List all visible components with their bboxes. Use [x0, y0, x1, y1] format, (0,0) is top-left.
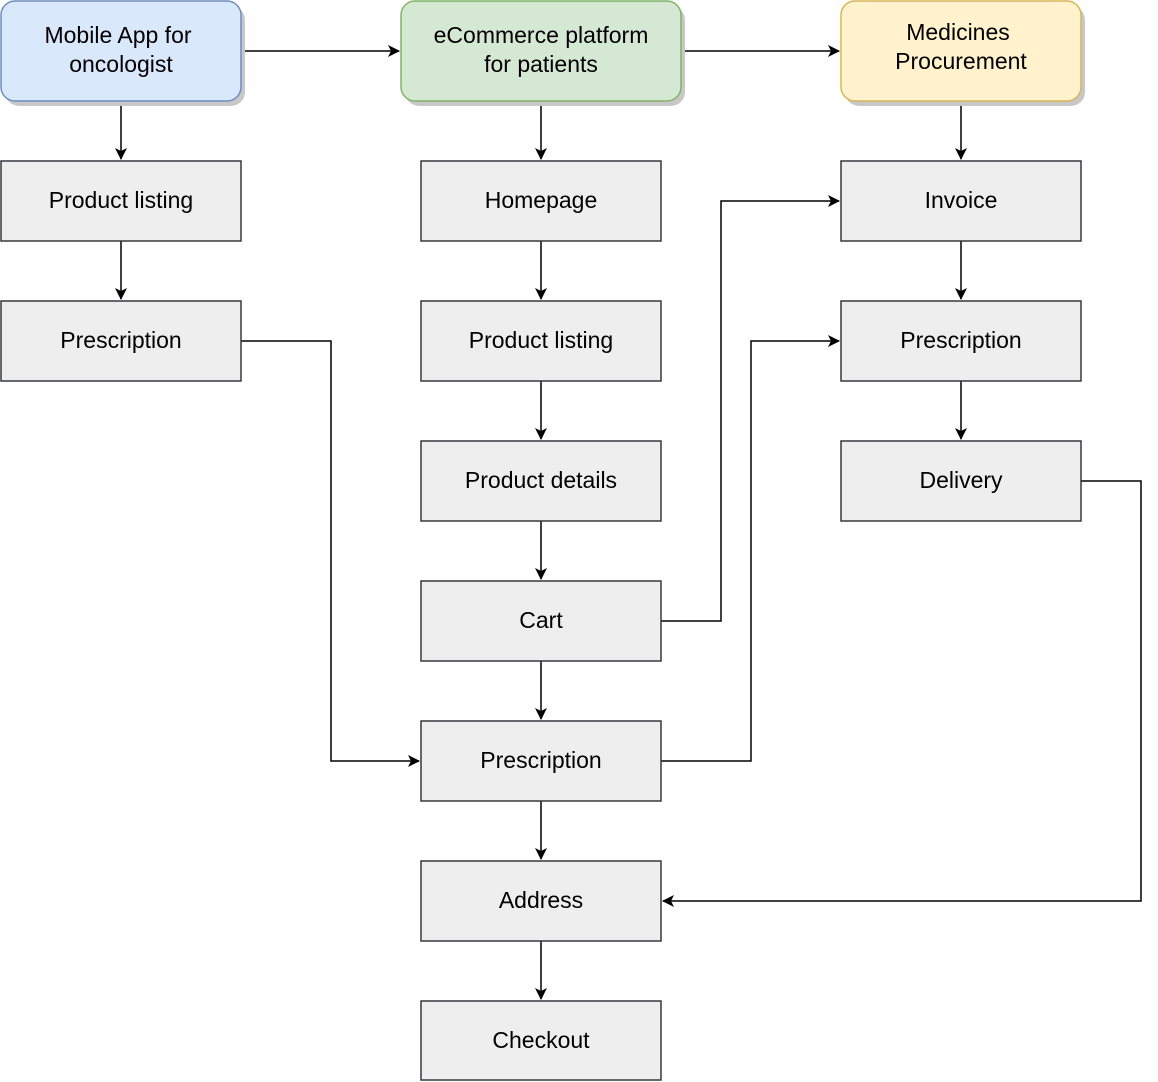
node-box	[0, 300, 242, 382]
node-invoice[interactable]: Invoice	[840, 160, 1082, 242]
node-app-prescription-label: Prescription	[60, 327, 181, 353]
node-box	[420, 440, 662, 522]
header-procurement-line-1: Medicines	[906, 19, 1010, 45]
node-address[interactable]: Address	[420, 860, 662, 942]
node-app-product-listing-label: Product listing	[49, 187, 193, 213]
node-box	[420, 860, 662, 942]
node-eco-product-listing-label: Product listing	[469, 327, 613, 353]
header-ecommerce-line-1: eCommerce platform	[434, 22, 649, 48]
node-eco-prescription[interactable]: Prescription	[420, 720, 662, 802]
node-checkout[interactable]: Checkout	[420, 1000, 662, 1081]
header-mobile-app-line-1: Mobile App for	[44, 22, 191, 48]
header-mobile-app-line-2: oncologist	[69, 51, 173, 77]
node-invoice-label: Invoice	[925, 187, 998, 213]
node-eco-prescription-label: Prescription	[480, 747, 601, 773]
node-proc-prescription[interactable]: Prescription	[840, 300, 1082, 382]
node-checkout-label: Checkout	[492, 1027, 590, 1053]
header-ecommerce-border	[400, 0, 682, 102]
node-proc-prescription-label: Prescription	[900, 327, 1021, 353]
node-box	[0, 160, 242, 242]
node-app-prescription[interactable]: Prescription	[0, 300, 242, 382]
header-mobile-app-border	[0, 0, 242, 102]
node-box	[840, 300, 1082, 382]
node-box	[840, 440, 1082, 522]
node-address-label: Address	[499, 887, 583, 913]
header-procurement-line-2: Procurement	[895, 48, 1027, 74]
node-box	[420, 720, 662, 802]
header-procurement[interactable]: Medicines Procurement	[840, 0, 1085, 106]
node-delivery-label: Delivery	[919, 467, 1003, 493]
node-eco-product-listing[interactable]: Product listing	[420, 300, 662, 382]
edge-delivery-to-address	[662, 480, 1142, 907]
header-procurement-border	[840, 0, 1082, 102]
node-box	[840, 160, 1082, 242]
header-mobile-app[interactable]: Mobile App for oncologist	[0, 0, 245, 106]
edges	[115, 45, 1142, 1000]
header-mobile-app-box	[1, 1, 241, 101]
node-cart-label: Cart	[519, 607, 563, 633]
node-box	[420, 580, 662, 662]
header-ecommerce[interactable]: eCommerce platform for patients	[400, 0, 685, 106]
edge-eco-prescription-to-proc-prescription	[661, 335, 840, 762]
node-homepage[interactable]: Homepage	[420, 160, 662, 242]
header-ecommerce-line-2: for patients	[484, 51, 598, 77]
node-product-details[interactable]: Product details	[420, 440, 662, 522]
node-product-details-label: Product details	[465, 467, 617, 493]
node-box	[420, 300, 662, 382]
node-cart[interactable]: Cart	[420, 580, 662, 662]
node-delivery[interactable]: Delivery	[840, 440, 1082, 522]
edge-cart-to-invoice	[661, 195, 840, 622]
node-app-product-listing[interactable]: Product listing	[0, 160, 242, 242]
node-homepage-label: Homepage	[485, 187, 598, 213]
edge-app-prescription-to-eco-prescription	[241, 340, 420, 767]
header-ecommerce-box	[401, 1, 681, 101]
node-box	[420, 160, 662, 242]
header-procurement-box	[841, 1, 1081, 101]
node-box	[420, 1000, 662, 1081]
